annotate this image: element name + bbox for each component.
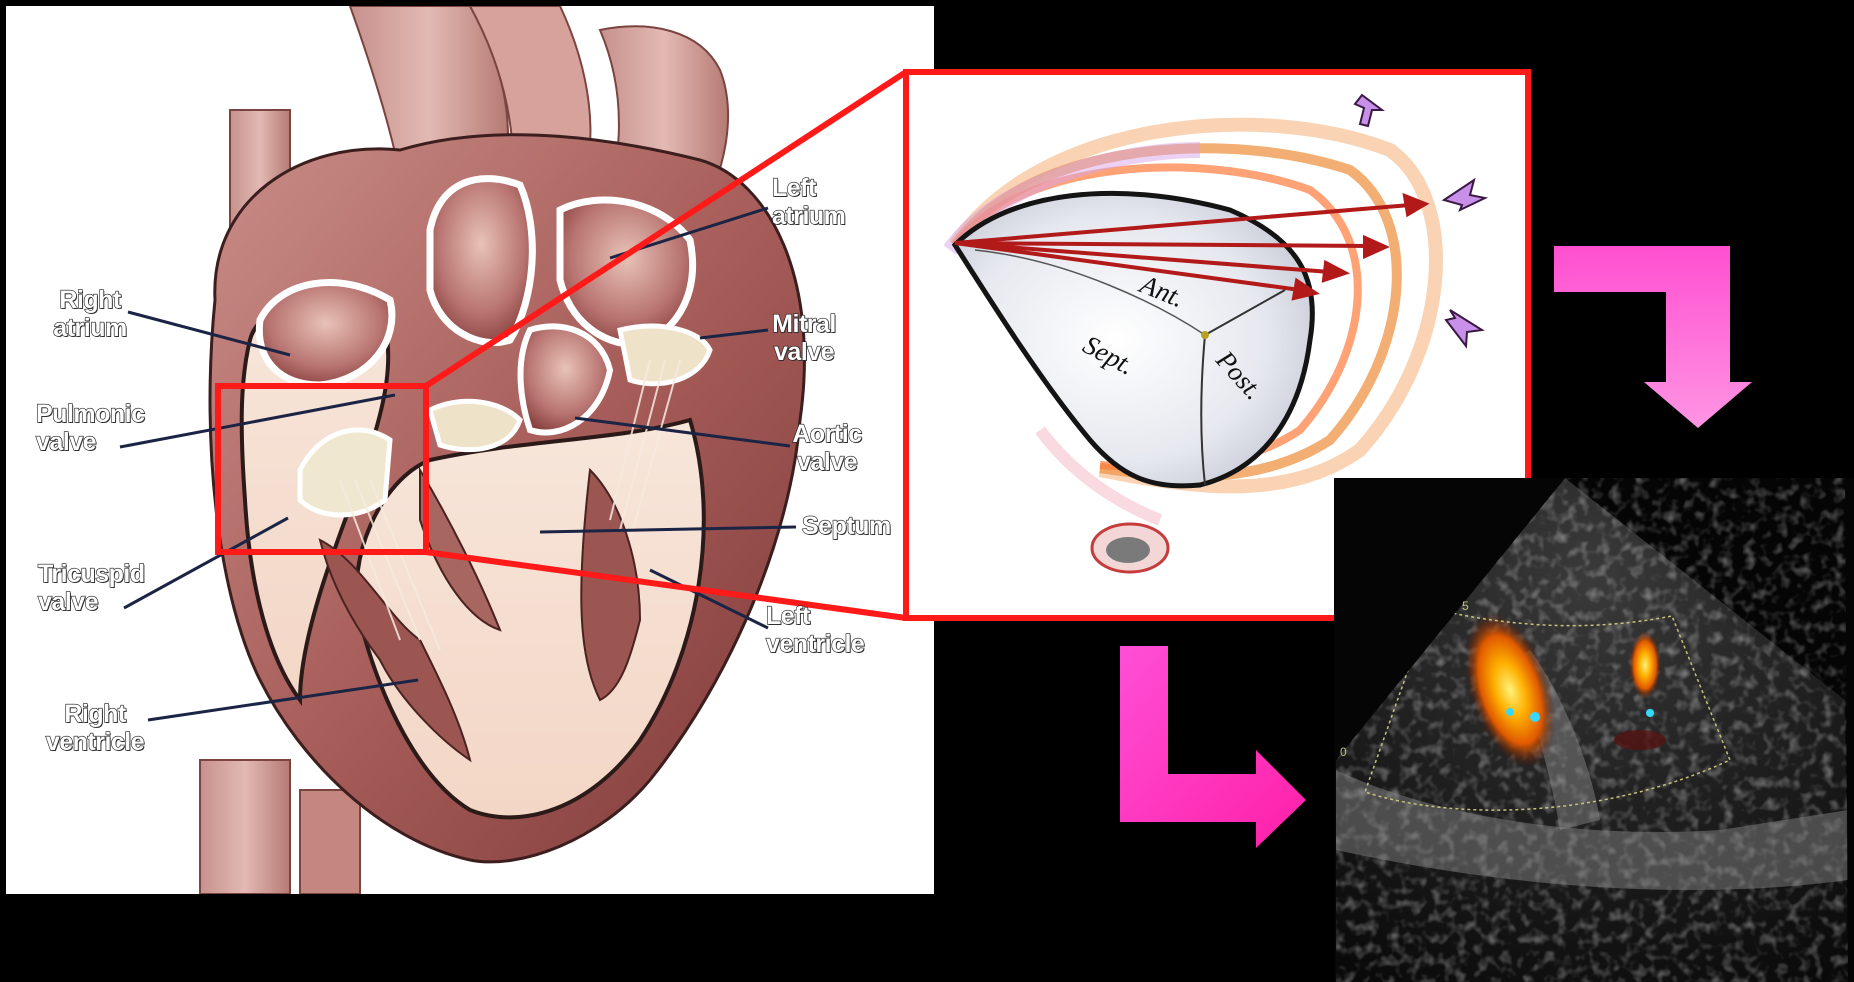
label-septum: Septum <box>802 512 902 540</box>
label-right-atrium: Right atrium <box>48 286 132 342</box>
label-aortic-valve: Aortic valve <box>788 420 866 476</box>
arrow-down-icon <box>1554 246 1752 428</box>
label-left-atrium: Left atrium <box>772 174 862 230</box>
svg-text:0: 0 <box>1340 745 1347 759</box>
arrow-right-icon <box>1120 646 1306 848</box>
label-mitral-valve: Mitral valve <box>768 310 840 366</box>
label-right-ventricle: Right ventricle <box>40 700 150 756</box>
echocardiogram-panel: 5 0 <box>1334 478 1854 982</box>
label-left-ventricle: Left ventricle <box>766 602 876 658</box>
label-tricuspid-valve: Tricuspid valve <box>38 560 158 616</box>
label-pulmonic-valve: Pulmonic valve <box>36 400 120 456</box>
svg-text:5: 5 <box>1462 599 1469 613</box>
